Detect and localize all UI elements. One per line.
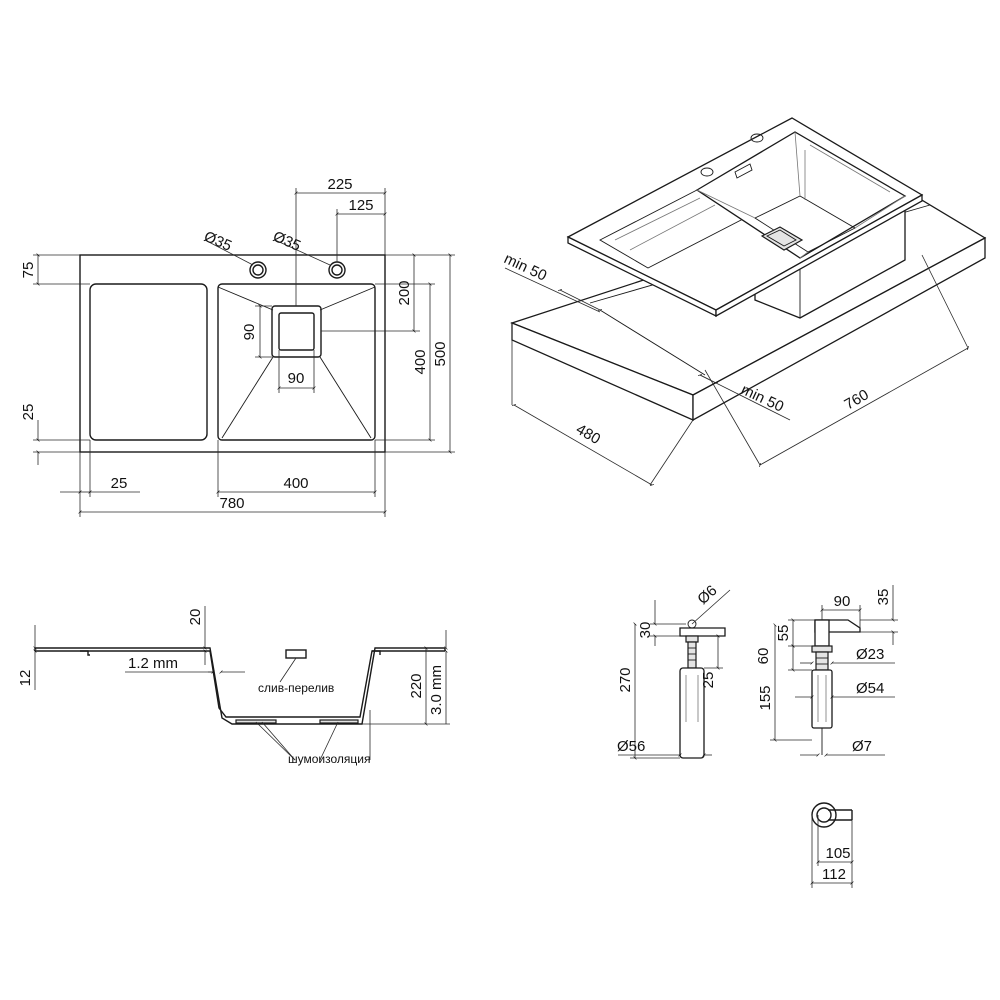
sink-plate-edge-side bbox=[715, 193, 923, 318]
bowl-outline bbox=[217, 283, 376, 441]
dispenser-a-thread bbox=[687, 641, 697, 669]
cutout-edge bbox=[599, 309, 706, 376]
dim-12: 12 bbox=[17, 670, 34, 687]
dim-thickness: 1.2 mm bbox=[128, 655, 178, 672]
insulation-pad bbox=[235, 719, 277, 724]
dim-90-horizontal: 90 bbox=[288, 370, 305, 387]
tap-hole-right-inner bbox=[331, 264, 343, 276]
dim-75: 75 bbox=[20, 262, 37, 279]
dim-b-55: 55 bbox=[775, 625, 792, 642]
dim-125: 125 bbox=[348, 197, 373, 214]
dim-3mm: 3.0 mm bbox=[428, 665, 445, 715]
dim-a-56: Ø56 bbox=[617, 738, 645, 755]
overflow-label: слив-перелив bbox=[258, 681, 334, 695]
dim-a-270: 270 bbox=[617, 667, 634, 692]
dim-b-90: 90 bbox=[834, 593, 851, 610]
dispenser-b-head bbox=[814, 619, 830, 647]
dispenser-b-thread bbox=[815, 651, 829, 671]
dim-hole-left: Ø35 bbox=[201, 228, 234, 255]
dim-b-155: 155 bbox=[757, 685, 774, 710]
tap-hole-left-inner bbox=[252, 264, 264, 276]
dispenser-a: 30 270 25 Ø6 Ø56 bbox=[617, 582, 731, 760]
dim-25-horizontal: 25 bbox=[111, 475, 128, 492]
dim-b-60: 60 bbox=[755, 648, 772, 665]
bowl-facet bbox=[217, 286, 274, 311]
overflow-slot bbox=[285, 649, 307, 659]
iso-tap-hole bbox=[700, 167, 714, 177]
drain-inner-ring bbox=[816, 807, 832, 823]
dim-780: 780 bbox=[219, 495, 244, 512]
insulation-pad bbox=[319, 719, 359, 724]
dim-112: 112 bbox=[822, 866, 846, 883]
drain-outer bbox=[271, 305, 322, 358]
iso-overflow bbox=[734, 163, 753, 179]
dim-min50-left: min 50 bbox=[501, 250, 549, 284]
dim-500: 500 bbox=[432, 341, 449, 366]
drainboard bbox=[89, 283, 208, 441]
dim-90-vertical: 90 bbox=[241, 324, 258, 341]
dispenser-a-tip bbox=[687, 619, 697, 629]
dim-a-25: 25 bbox=[700, 672, 717, 689]
iso-drain bbox=[760, 226, 804, 251]
bowl-facet bbox=[221, 356, 274, 439]
dim-b-35: 35 bbox=[875, 589, 892, 606]
dispenser-a-head bbox=[679, 627, 726, 637]
dim-min50-right: min 50 bbox=[738, 381, 786, 415]
dim-a-6: Ø6 bbox=[694, 582, 720, 608]
drain-inner bbox=[278, 312, 315, 351]
section-view: слив-перелив 20 12 1.2 mm 220 3.0 mm шум… bbox=[17, 606, 450, 766]
section-plate bbox=[35, 647, 445, 725]
dim-220: 220 bbox=[408, 673, 425, 698]
drain-view: 105 112 bbox=[810, 802, 854, 888]
sink-outline bbox=[79, 254, 386, 453]
dim-480: 480 bbox=[573, 421, 603, 448]
dispenser-b-bottle bbox=[811, 669, 833, 729]
dim-225: 225 bbox=[327, 176, 352, 193]
bowl-facet bbox=[319, 356, 372, 439]
dim-400-horizontal: 400 bbox=[283, 475, 308, 492]
dim-b-54: Ø54 bbox=[856, 680, 884, 697]
dim-b-23: Ø23 bbox=[856, 646, 884, 663]
dim-760: 760 bbox=[842, 386, 872, 413]
dim-200: 200 bbox=[396, 280, 413, 305]
insulation-label: шумоизоляция bbox=[288, 752, 370, 766]
dim-400-vertical: 400 bbox=[412, 349, 429, 374]
top-view: 225 125 Ø35 Ø35 75 25 200 400 500 bbox=[20, 176, 455, 517]
iso-view: min 50 min 50 480 760 bbox=[501, 117, 987, 486]
dim-105: 105 bbox=[825, 845, 850, 862]
iso-tap-hole bbox=[750, 133, 764, 143]
dispenser-b: 90 35 55 60 155 Ø23 Ø54 Ø7 bbox=[755, 585, 898, 757]
dim-20: 20 bbox=[187, 609, 204, 626]
drain-outer-ring bbox=[811, 802, 837, 828]
tap-hole-left bbox=[249, 261, 267, 279]
dim-a-30: 30 bbox=[637, 622, 654, 639]
dim-25-vertical: 25 bbox=[20, 404, 37, 421]
dim-b-7: Ø7 bbox=[852, 738, 872, 755]
bowl-facet bbox=[319, 286, 376, 311]
